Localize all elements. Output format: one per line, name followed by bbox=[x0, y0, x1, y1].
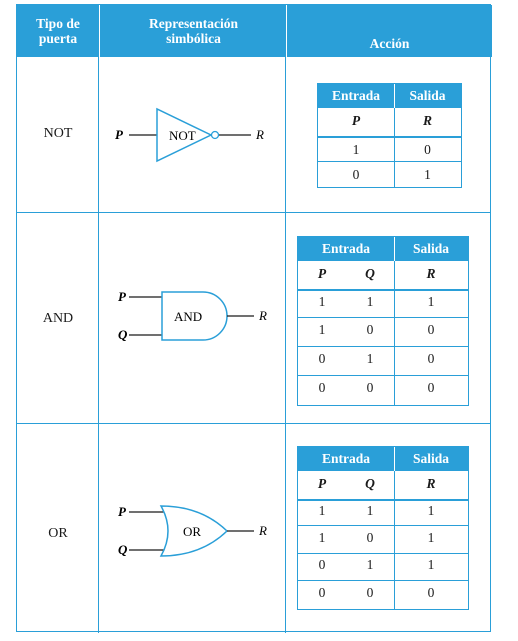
or-table-output-group: Salida bbox=[412, 451, 450, 466]
header-gate-type: Tipo de puerta bbox=[17, 5, 99, 57]
row-divider-2 bbox=[17, 423, 490, 424]
logic-gates-table: Tipo de puerta Representación simbólica … bbox=[16, 4, 492, 633]
and-table-var-r: R bbox=[426, 266, 436, 281]
table-cell: 1 bbox=[427, 503, 435, 518]
not-table-var-p: P bbox=[351, 113, 361, 128]
not-table-input-group: Entrada bbox=[331, 88, 380, 103]
not-input-label: P bbox=[115, 127, 124, 142]
table-cell: 1 bbox=[318, 294, 326, 309]
not-gate-label: NOT bbox=[169, 128, 196, 143]
gate-name-not: NOT bbox=[43, 126, 73, 141]
or-input-p-label: P bbox=[118, 504, 127, 519]
and-table-var-row: P Q R bbox=[298, 261, 468, 289]
or-table-var-r: R bbox=[426, 476, 436, 491]
table-cell: 1 bbox=[427, 530, 435, 545]
and-input-p-label: P bbox=[118, 289, 127, 304]
row-divider-1 bbox=[17, 212, 490, 213]
header-gate-type-label: Tipo de puerta bbox=[36, 16, 80, 46]
and-gate-label: AND bbox=[174, 309, 202, 324]
and-truth-table: Entrada Salida P Q R 1 1 1 1 0 0 0 1 0 0… bbox=[297, 236, 469, 406]
and-output-label: R bbox=[258, 308, 267, 323]
not-table-var-r: R bbox=[422, 113, 432, 128]
table-cell: 0 bbox=[427, 585, 435, 600]
header-symbol-label: Representación simbólica bbox=[149, 16, 238, 46]
header-symbol: Representación simbólica bbox=[99, 5, 287, 57]
header-action: Acción bbox=[286, 5, 492, 57]
and-table-output-group: Salida bbox=[412, 241, 450, 256]
table-cell: 0 bbox=[424, 142, 431, 157]
table-cell: 1 bbox=[318, 322, 326, 337]
table-cell: 0 bbox=[318, 585, 326, 600]
or-gate-label: OR bbox=[183, 524, 201, 539]
table-cell: 0 bbox=[318, 351, 326, 366]
table-cell: 0 bbox=[352, 167, 360, 182]
and-gate-symbol: P Q AND R bbox=[118, 289, 267, 342]
table-cell: 1 bbox=[366, 557, 374, 572]
and-input-q-label: Q bbox=[118, 327, 128, 342]
or-table-input-group: Entrada bbox=[321, 451, 370, 466]
and-gate-shape bbox=[161, 291, 228, 341]
table-cell: 0 bbox=[318, 557, 326, 572]
table-cell: 1 bbox=[318, 503, 326, 518]
table-cell: 1 bbox=[352, 142, 360, 157]
and-table-input-group: Entrada bbox=[321, 241, 370, 256]
not-table-header: Entrada Salida bbox=[318, 84, 461, 108]
table-cell: 0 bbox=[427, 380, 435, 395]
table-cell: 0 bbox=[427, 322, 435, 337]
and-table-var-p: P bbox=[317, 266, 327, 281]
gate-name-or: OR bbox=[48, 526, 68, 541]
or-table-var-p: P bbox=[317, 476, 327, 491]
table-cell: 1 bbox=[427, 557, 435, 572]
or-table-var-row: P Q R bbox=[298, 471, 468, 499]
not-output-label: R bbox=[255, 127, 264, 142]
and-table-var-q: Q bbox=[365, 266, 375, 281]
or-input-q-label: Q bbox=[118, 542, 128, 557]
column-divider-2 bbox=[285, 57, 286, 633]
header-action-label: Acción bbox=[369, 35, 410, 51]
or-table-var-q: Q bbox=[365, 476, 375, 491]
table-cell: 1 bbox=[366, 351, 374, 366]
table-cell: 1 bbox=[318, 530, 326, 545]
table-cell: 1 bbox=[366, 503, 374, 518]
not-gate-bubble bbox=[210, 130, 220, 140]
table-cell: 0 bbox=[427, 351, 435, 366]
or-table-header: Entrada Salida bbox=[298, 447, 468, 471]
or-gate-shape bbox=[159, 505, 229, 557]
table-cell: 0 bbox=[366, 585, 374, 600]
table-cell: 1 bbox=[424, 167, 431, 182]
table-cell: 0 bbox=[366, 322, 374, 337]
or-gate-symbol: P Q OR R bbox=[118, 504, 267, 557]
not-table-output-group: Salida bbox=[409, 88, 446, 103]
table-cell: 0 bbox=[366, 380, 374, 395]
and-table-header: Entrada Salida bbox=[298, 237, 468, 261]
table-cell: 0 bbox=[318, 380, 326, 395]
not-gate-symbol: P NOT R bbox=[115, 107, 264, 163]
gate-name-and: AND bbox=[42, 311, 74, 326]
not-truth-table: Entrada Salida P R 1 0 0 1 bbox=[317, 83, 462, 188]
table-cell: 1 bbox=[427, 294, 435, 309]
or-output-label: R bbox=[258, 523, 267, 538]
not-gate-triangle bbox=[156, 107, 213, 163]
table-cell: 1 bbox=[366, 294, 374, 309]
not-table-var-row: P R bbox=[318, 108, 461, 136]
or-truth-table: Entrada Salida P Q R 1 1 1 1 0 1 0 1 1 0… bbox=[297, 446, 469, 610]
column-divider-1 bbox=[98, 57, 99, 633]
table-cell: 0 bbox=[366, 530, 374, 545]
